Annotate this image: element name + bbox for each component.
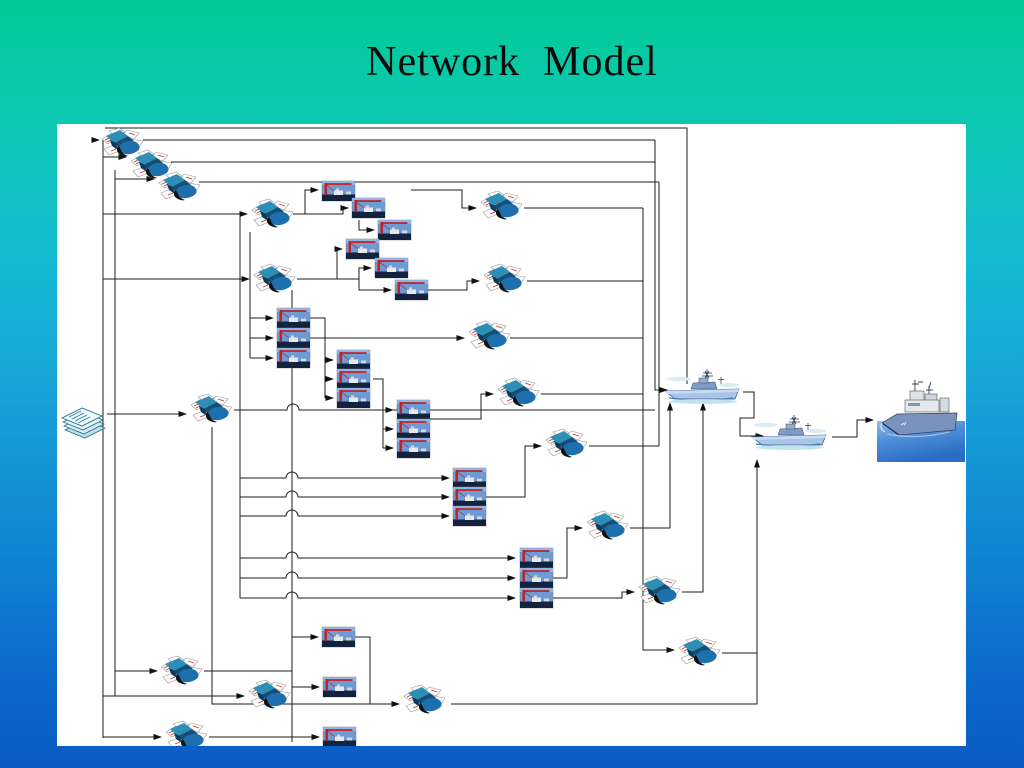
slide-title: Network Model bbox=[366, 39, 658, 85]
crane-photo-node-thumb bbox=[519, 567, 554, 589]
connector-line bbox=[297, 246, 343, 280]
crane-photo-node-thumb bbox=[396, 418, 431, 440]
destroyer-ship-icon bbox=[664, 368, 740, 405]
connector-line bbox=[358, 220, 375, 233]
connector-line bbox=[553, 525, 583, 579]
comm-relay-node-icon bbox=[497, 377, 540, 407]
comm-relay-node-icon bbox=[160, 655, 203, 685]
crane-photo-node-thumb bbox=[276, 347, 311, 369]
comm-relay-node-icon bbox=[468, 320, 511, 350]
network-diagram bbox=[61, 127, 966, 746]
connector-line bbox=[240, 509, 450, 519]
comm-relay-node-icon bbox=[158, 171, 201, 201]
connector-line bbox=[297, 265, 372, 280]
crane-photo-node-thumb bbox=[394, 279, 429, 301]
crane-photo-node-thumb bbox=[351, 197, 386, 219]
connector-line bbox=[240, 571, 516, 581]
connector-line bbox=[642, 208, 675, 653]
connector-line bbox=[486, 443, 542, 498]
crane-photo-node-thumb bbox=[336, 368, 371, 390]
connector-line bbox=[630, 402, 673, 529]
diagram-canvas bbox=[57, 124, 966, 746]
crane-photo-node-thumb bbox=[452, 486, 487, 508]
crane-photo-node-thumb bbox=[396, 399, 431, 421]
comm-relay-node-icon bbox=[130, 149, 173, 179]
comm-relay-node-icon bbox=[253, 263, 296, 293]
connector-line bbox=[240, 490, 450, 500]
connector-line bbox=[211, 427, 400, 707]
crane-photo-node-thumb bbox=[374, 257, 409, 279]
connector-line bbox=[373, 378, 384, 410]
crane-photo-node-thumb bbox=[336, 387, 371, 409]
crane-photo-node-thumb bbox=[276, 327, 311, 349]
crane-photo-node-thumb bbox=[322, 726, 357, 746]
comm-relay-node-icon bbox=[483, 263, 526, 293]
comm-relay-node-icon bbox=[480, 190, 523, 220]
destroyer-ship-icon bbox=[751, 414, 827, 451]
crane-photo-node-thumb bbox=[519, 547, 554, 569]
crane-photo-node-thumb bbox=[377, 219, 412, 241]
connector-line bbox=[358, 268, 392, 293]
crane-photo-node-thumb bbox=[452, 467, 487, 489]
crane-photo-node-thumb bbox=[322, 676, 357, 698]
connector-line bbox=[553, 589, 635, 599]
connector-line bbox=[739, 391, 764, 439]
connector-line bbox=[428, 278, 480, 291]
crane-photo-node-thumb bbox=[452, 505, 487, 527]
crane-photo-node-thumb bbox=[519, 587, 554, 609]
connector-line bbox=[305, 205, 349, 215]
connector-line bbox=[105, 127, 688, 384]
comm-relay-node-icon bbox=[251, 198, 294, 228]
connector-line bbox=[240, 471, 450, 481]
connector-line bbox=[451, 459, 760, 705]
connector-line bbox=[240, 551, 516, 561]
connector-line bbox=[355, 636, 371, 704]
comm-relay-node-icon bbox=[190, 393, 233, 423]
connector-line bbox=[682, 402, 706, 593]
connector-line bbox=[430, 391, 494, 420]
comm-relay-node-icon bbox=[403, 684, 446, 714]
crane-photo-node-thumb bbox=[396, 437, 431, 459]
network-nodes-layer bbox=[61, 127, 966, 746]
crane-photo-node-thumb bbox=[321, 180, 356, 202]
cruiser-ship-image bbox=[876, 379, 966, 463]
network-edges-layer bbox=[91, 127, 874, 742]
comm-relay-node-icon bbox=[638, 575, 681, 605]
connector-line bbox=[293, 187, 319, 215]
connector-line bbox=[411, 189, 477, 211]
connector-line bbox=[654, 140, 668, 393]
crane-photo-node-thumb bbox=[276, 307, 311, 329]
source-documents-icon bbox=[61, 407, 106, 439]
comm-relay-node-icon bbox=[545, 428, 588, 458]
comm-relay-node-icon bbox=[165, 720, 208, 746]
comm-relay-node-icon bbox=[586, 510, 629, 540]
comm-relay-node-icon bbox=[678, 636, 721, 666]
connector-line bbox=[240, 591, 516, 601]
crane-photo-node-thumb bbox=[345, 238, 380, 260]
connector-line bbox=[234, 403, 655, 411]
crane-photo-node-thumb bbox=[321, 626, 356, 648]
connector-line bbox=[310, 317, 326, 360]
comm-relay-node-icon bbox=[101, 127, 144, 157]
connector-line bbox=[832, 417, 874, 438]
crane-photo-node-thumb bbox=[336, 349, 371, 371]
